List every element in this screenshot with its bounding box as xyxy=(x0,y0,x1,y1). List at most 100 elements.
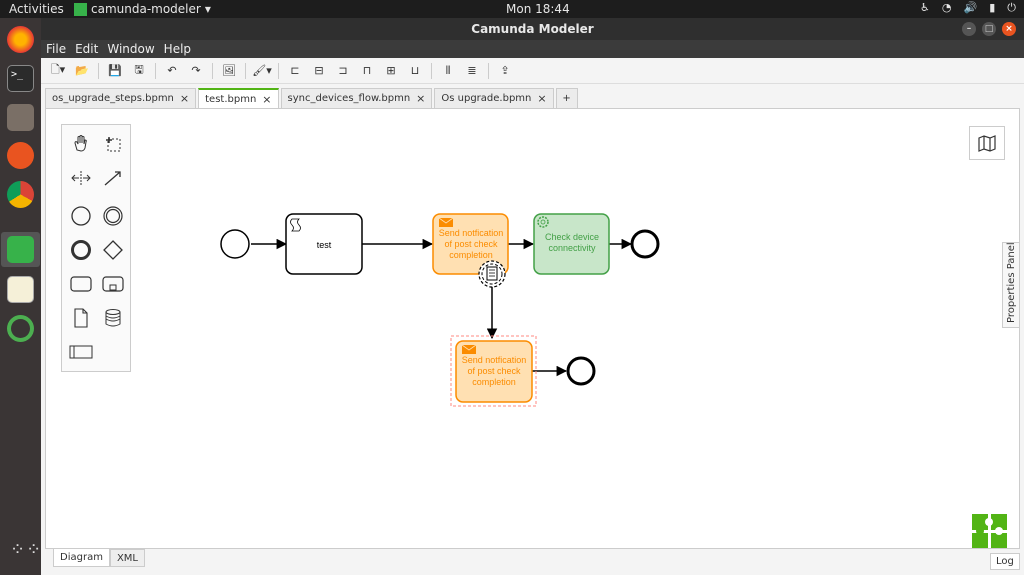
end-event-icon[interactable] xyxy=(68,237,94,263)
terminal-icon[interactable]: >_ xyxy=(7,65,34,92)
tab-label: test.bpmn xyxy=(205,93,257,105)
camunda-window: Camunda Modeler – □ × File Edit Window H… xyxy=(41,18,1024,575)
clock[interactable]: Mon 18:44 xyxy=(506,2,570,16)
pool-icon[interactable] xyxy=(68,339,94,365)
intermediate-event-icon[interactable] xyxy=(100,203,126,229)
battery-icon[interactable]: ▮ xyxy=(989,1,996,14)
end-event[interactable] xyxy=(566,356,596,386)
title-bar: Camunda Modeler – □ × xyxy=(41,18,1024,40)
firefox-icon[interactable] xyxy=(7,26,34,53)
gateway-icon[interactable] xyxy=(100,237,126,263)
align-middle-icon[interactable]: ⊞ xyxy=(386,64,396,77)
system-top-bar: Activities camunda-modeler ▾ Mon 18:44 ♿… xyxy=(0,0,1024,18)
tab-test[interactable]: test.bpmn × xyxy=(198,88,279,108)
chrome-icon[interactable] xyxy=(7,181,34,208)
robo3t-icon[interactable] xyxy=(7,315,34,342)
close-tab-icon[interactable]: × xyxy=(179,92,190,105)
task-label-line: Send notfication xyxy=(439,228,504,238)
save-icon[interactable]: 💾 xyxy=(108,64,122,77)
minimap-toggle-button[interactable] xyxy=(969,126,1005,160)
script-task[interactable]: test xyxy=(285,213,363,275)
menu-file[interactable]: File xyxy=(46,42,67,56)
tab-xml[interactable]: XML xyxy=(109,549,145,567)
power-icon[interactable]: ⏻ xyxy=(1007,1,1016,14)
save-as-icon[interactable]: 🖫 xyxy=(134,63,144,76)
system-tray[interactable]: ♿ ◔ 🔊 ▮ ⏻ xyxy=(920,1,1016,15)
properties-panel-label: Properties Panel xyxy=(1006,242,1017,323)
redo-icon[interactable]: ↷ xyxy=(191,64,201,77)
align-left-icon[interactable]: ⊏ xyxy=(290,64,300,77)
close-tab-icon[interactable]: × xyxy=(416,92,426,105)
show-applications-icon[interactable]: ⁘⁘ xyxy=(10,539,43,560)
new-tab-button[interactable]: + xyxy=(555,88,578,108)
close-tab-icon[interactable]: × xyxy=(262,92,272,106)
task-label-line: Send notfication xyxy=(462,355,527,365)
properties-panel-toggle[interactable]: Properties Panel xyxy=(1002,242,1019,328)
toolbar-divider xyxy=(212,62,213,79)
deploy-icon[interactable]: ⇪ xyxy=(500,64,510,77)
align-right-icon[interactable]: ⊐ xyxy=(338,64,348,77)
camunda-logo-icon xyxy=(972,514,1007,548)
toolbar-divider xyxy=(488,62,489,79)
text-editor-icon[interactable] xyxy=(7,276,34,303)
volume-icon[interactable]: 🔊 xyxy=(963,1,978,14)
lasso-tool-icon[interactable] xyxy=(100,131,126,157)
subprocess-icon[interactable] xyxy=(100,271,126,297)
data-store-icon[interactable] xyxy=(100,305,126,331)
color-picker-icon[interactable]: 🖌▾ xyxy=(252,64,272,77)
export-image-icon[interactable]: 🖼 xyxy=(222,64,236,77)
align-bottom-icon[interactable]: ⊔ xyxy=(410,64,420,77)
align-top-icon[interactable]: ⊓ xyxy=(362,64,372,77)
new-file-icon[interactable]: 🗋▾ xyxy=(50,63,66,76)
accessibility-icon[interactable]: ♿ xyxy=(920,1,930,14)
log-button[interactable]: Log xyxy=(990,553,1020,570)
tab-diagram[interactable]: Diagram xyxy=(53,549,110,567)
menu-window[interactable]: Window xyxy=(107,42,155,56)
service-task[interactable]: Check device connectivity xyxy=(533,213,610,275)
tab-sync-devices-flow[interactable]: sync_devices_flow.bpmn × xyxy=(280,88,433,108)
app-menu[interactable]: camunda-modeler ▾ xyxy=(74,2,211,16)
task-label-line: completion xyxy=(449,250,493,260)
align-center-icon[interactable]: ⊟ xyxy=(314,64,324,77)
tab-os-upgrade-steps[interactable]: os_upgrade_steps.bpmn × xyxy=(45,88,197,108)
dock: >_ ⁘⁘ xyxy=(0,18,41,575)
toolbar-divider xyxy=(431,62,432,79)
minimize-icon[interactable]: – xyxy=(962,22,976,36)
postman-icon[interactable] xyxy=(7,142,34,169)
diagram-canvas[interactable]: test Send notfication of post check comp… xyxy=(45,108,1020,549)
script-icon xyxy=(290,218,301,232)
send-task[interactable]: Send notfication of post check completio… xyxy=(432,213,509,275)
start-event[interactable] xyxy=(220,229,250,259)
wifi-icon[interactable]: ◔ xyxy=(941,1,952,14)
tab-os-upgrade[interactable]: Os upgrade.bpmn × xyxy=(434,88,554,108)
undo-icon[interactable]: ↶ xyxy=(167,64,177,77)
connect-tool-icon[interactable] xyxy=(100,165,126,191)
distribute-horizontal-icon[interactable]: ⫴ xyxy=(445,63,451,77)
open-folder-icon[interactable]: 📂 xyxy=(75,64,89,77)
distribute-vertical-icon[interactable]: ≣ xyxy=(467,64,477,77)
send-task-selected[interactable]: Send notfication of post check completio… xyxy=(450,335,537,407)
end-event[interactable] xyxy=(630,229,660,259)
window-controls: – □ × xyxy=(962,22,1016,36)
tab-label: Os upgrade.bpmn xyxy=(441,93,532,104)
data-object-icon[interactable] xyxy=(68,305,94,331)
task-icon[interactable] xyxy=(68,271,94,297)
toolbar: 🗋▾ 📂 💾 🖫 ↶ ↷ 🖼 🖌▾ ⊏ ⊟ ⊐ ⊓ ⊞ ⊔ ⫴ ≣ ⇪ xyxy=(41,58,1024,84)
hand-tool-icon[interactable] xyxy=(68,131,94,157)
condition-icon xyxy=(486,266,498,281)
task-label-line: Check device xyxy=(545,232,599,242)
close-icon[interactable]: × xyxy=(1002,22,1016,36)
camunda-modeler-icon[interactable] xyxy=(7,236,34,263)
close-tab-icon[interactable]: × xyxy=(537,92,547,105)
menu-edit[interactable]: Edit xyxy=(75,42,99,56)
tool-palette xyxy=(61,124,131,372)
start-event-icon[interactable] xyxy=(68,203,94,229)
menu-help[interactable]: Help xyxy=(163,42,192,56)
toolbar-divider xyxy=(245,62,246,79)
activities-button[interactable]: Activities xyxy=(9,2,64,16)
boundary-conditional-event[interactable] xyxy=(478,260,506,288)
selection-outline xyxy=(450,335,537,407)
files-icon[interactable] xyxy=(7,104,34,131)
maximize-icon[interactable]: □ xyxy=(982,22,996,36)
space-tool-icon[interactable] xyxy=(68,165,94,191)
